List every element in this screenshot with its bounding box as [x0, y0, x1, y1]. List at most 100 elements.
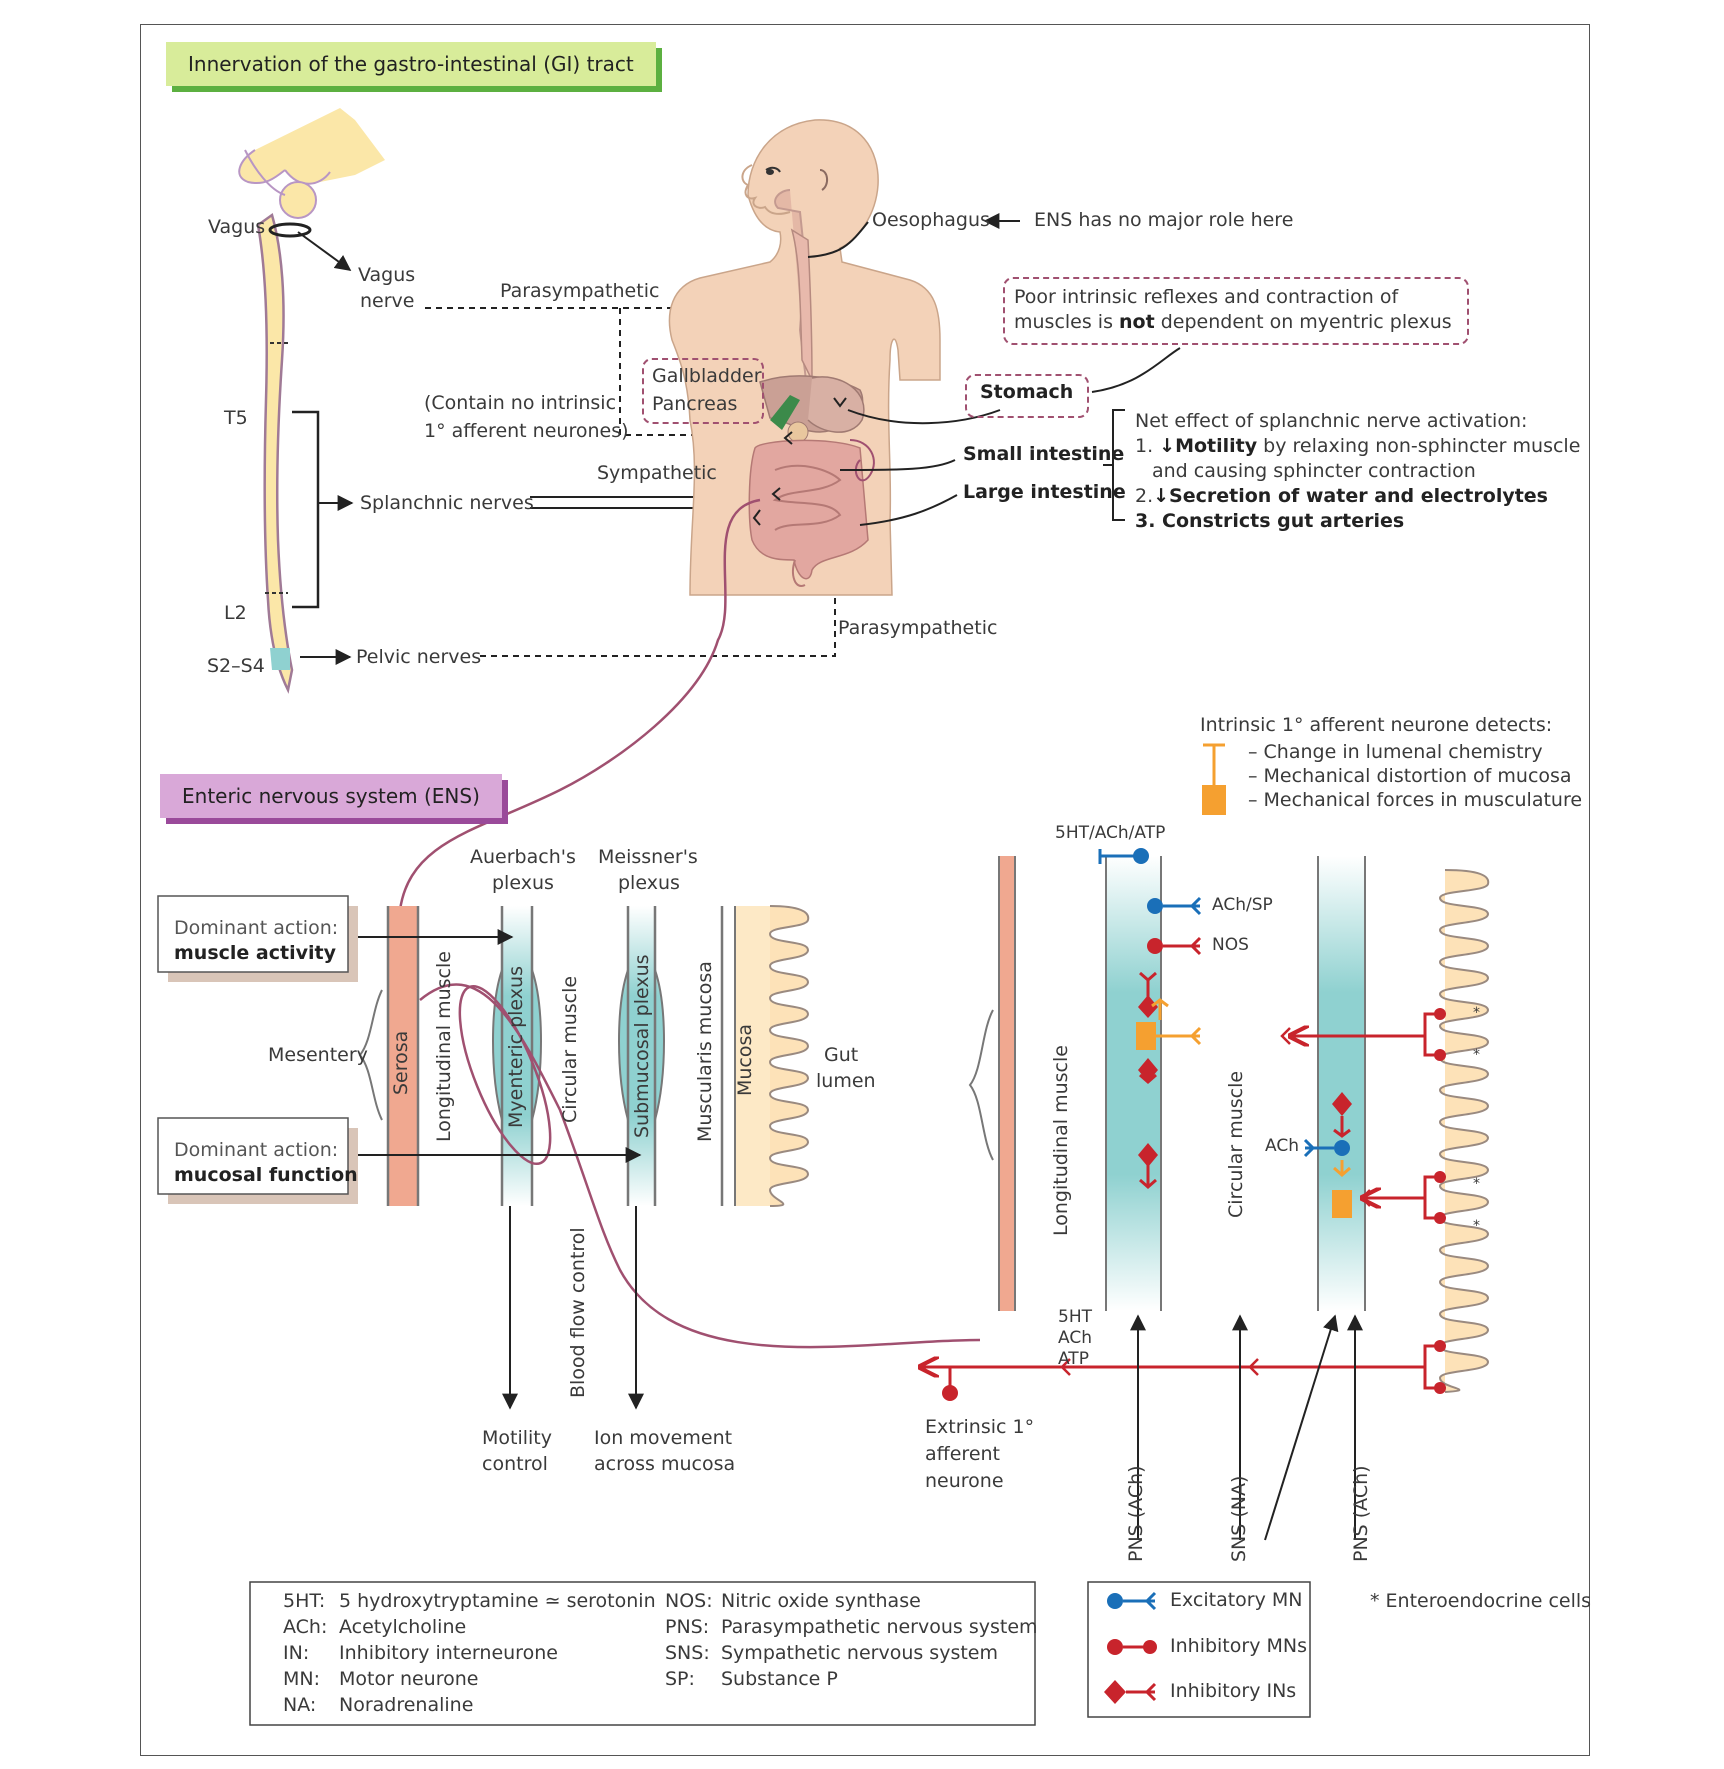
detail-circular-label: Circular muscle [1225, 1070, 1247, 1218]
legend-symbols [1104, 1591, 1157, 1704]
detects-2: – Mechanical distortion of mucosa [1248, 765, 1572, 787]
detects-1: – Change in lumenal chemistry [1248, 741, 1543, 763]
gi-tract-title: Innervation of the gastro-intestinal (GI… [166, 42, 656, 86]
abbr-val: Sympathetic nervous system [721, 1642, 998, 1664]
vagus-nerve-label-1: Vagus [358, 264, 416, 286]
abbr-sns: SNS: Sympathetic nervous system [665, 1642, 998, 1664]
abbr-key: PNS: [665, 1616, 710, 1638]
abbr-key: NA: [283, 1694, 317, 1716]
stomach-note-box [1003, 277, 1469, 345]
abbr-in: IN:Inhibitory interneurone [283, 1642, 558, 1664]
parasympathetic-bottom-label: Parasympathetic [838, 617, 998, 639]
transmitter-atp: ATP [1058, 1349, 1089, 1369]
net-effect-item-2: 2.↓Secretion of water and electrolytes [1135, 485, 1548, 509]
human-body [668, 119, 941, 596]
abbr-val: Parasympathetic nervous system [721, 1616, 1038, 1638]
mucosal-function-box: Dominant action: mucosal function [174, 1138, 358, 1187]
star-4: * [1473, 1218, 1480, 1234]
abbr-mn: MN: Motor neurone [283, 1668, 478, 1690]
abbr-sp: SP: Substance P [665, 1668, 838, 1690]
legend-enteroendocrine: * Enteroendocrine cells [1370, 1590, 1592, 1612]
ens-no-role-label: ENS has no major role here [1034, 209, 1294, 231]
sns-na: SNS (NA) [1228, 1475, 1250, 1562]
abbr-val: 5 hydroxytryptamine ≃ serotonin [339, 1590, 656, 1612]
stomach-note-line-1: Poor intrinsic reflexes and contraction … [1014, 286, 1399, 308]
item-1-rest: by relaxing non-sphincter muscle [1257, 435, 1581, 457]
abbr-ach: ACh:Acetylcholine [283, 1616, 466, 1638]
auerbach-label-1: Auerbach's [470, 846, 576, 868]
detail-longitudinal-label: Longitudinal muscle [1050, 1045, 1072, 1236]
abbr-val: Motor neurone [339, 1668, 479, 1690]
sympathetic-label: Sympathetic [597, 462, 717, 484]
extrinsic-1: Extrinsic 1° [925, 1416, 1035, 1438]
extrinsic-2: afferent [925, 1443, 1000, 1465]
muscle-activity-box: Dominant action: muscle activity [174, 916, 338, 965]
abbr-nos: NOS:Nitric oxide synthase [665, 1590, 921, 1612]
parasympathetic-top-label: Parasympathetic [500, 280, 660, 302]
abbr-na: NA: Noradrenaline [283, 1694, 473, 1716]
pelvic-label: Pelvic nerves [356, 646, 482, 668]
stomach-label: Stomach [980, 381, 1074, 403]
stomach-note-2c: dependent on myentric plexus [1154, 311, 1452, 333]
auerbach-label-2: plexus [492, 872, 554, 894]
abbr-key: 5HT: [283, 1590, 326, 1612]
longitudinal-muscle-label: Longitudinal muscle [433, 951, 455, 1142]
myenteric-plexus-label: Myenteric plexus [505, 966, 527, 1128]
stomach-note-line-2: muscles is not dependent on myentric ple… [1014, 311, 1452, 335]
muscle-activity: muscle activity [174, 941, 336, 964]
item-1-num: 1. [1135, 435, 1160, 457]
abbr-key: SP: [665, 1668, 695, 1690]
motility-control-1: Motility [482, 1427, 552, 1449]
ach-label: ACh [1265, 1136, 1299, 1156]
pns-ach-1: PNS (ACh) [1125, 1465, 1147, 1562]
no-intrinsic-label-1: (Contain no intrinsic [424, 392, 617, 414]
circular-muscle-label: Circular muscle [559, 975, 581, 1123]
vagus-nerve-label-2: nerve [360, 290, 415, 312]
net-effect-item-1: 1. ↓Motility by relaxing non-sphincter m… [1135, 435, 1580, 459]
detects-heading: Intrinsic 1° afferent neurone detects: [1200, 714, 1553, 736]
mesentery-label: Mesentery [268, 1044, 368, 1066]
detects-3: – Mechanical forces in musculature [1248, 789, 1583, 811]
abbr-val: Noradrenaline [339, 1694, 474, 1716]
star-2: * [1473, 1047, 1480, 1063]
abbr-val: Inhibitory interneurone [339, 1642, 558, 1664]
abbr-val: Nitric oxide synthase [721, 1590, 921, 1612]
brain-shape [238, 108, 385, 219]
dominant-action-1: Dominant action: [174, 917, 339, 939]
gut-lumen-label-2: lumen [816, 1070, 876, 1092]
legend-excitatory: Excitatory MN [1170, 1589, 1303, 1611]
abbr-pns: PNS: Parasympathetic nervous system [665, 1616, 1038, 1638]
l2-label: L2 [224, 602, 247, 624]
large-intestine-label: Large intestine [963, 481, 1126, 503]
extrinsic-3: neurone [925, 1470, 1004, 1492]
transmitter-5ht: 5HT [1058, 1307, 1092, 1327]
ach-sp-label: ACh/SP [1212, 895, 1273, 915]
net-effect-item-3: 3. Constricts gut arteries [1135, 510, 1405, 532]
ens-title: Enteric nervous system (ENS) [160, 774, 502, 818]
item-2-bold: ↓Secretion of water and electrolytes [1153, 485, 1548, 507]
net-effect-item-1-cont: and causing sphincter contraction [1152, 460, 1476, 482]
oesophagus-label: Oesophagus [872, 209, 990, 231]
serosa-label: Serosa [390, 1030, 412, 1095]
dominant-action-2: Dominant action: [174, 1139, 339, 1161]
meissner-label-2: plexus [618, 872, 680, 894]
star-1: * [1473, 1005, 1480, 1021]
figure-frame [140, 24, 1590, 1756]
stomach-box [965, 374, 1089, 418]
abbr-key: SNS: [665, 1642, 710, 1664]
pns-ach-2: PNS (ACh) [1350, 1465, 1372, 1562]
gallbladder-label: Gallbladder [652, 365, 762, 387]
abbr-5ht: 5HT: 5 hydroxytryptamine ≃ serotonin [283, 1590, 656, 1612]
stomach-note-2b: not [1119, 311, 1155, 333]
abbr-val: Substance P [721, 1668, 838, 1690]
ens-detail [920, 743, 1490, 1541]
legend-inhibitory-ins: Inhibitory INs [1170, 1680, 1297, 1702]
item-2-num: 2. [1135, 485, 1154, 507]
meissner-label-1: Meissner's [598, 846, 698, 868]
ion-movement-2: across mucosa [594, 1453, 736, 1475]
abbr-key: MN: [283, 1668, 321, 1690]
spinal-cord [256, 212, 312, 694]
mucosal-function: mucosal function [174, 1163, 358, 1186]
nos-label: NOS [1212, 935, 1249, 955]
